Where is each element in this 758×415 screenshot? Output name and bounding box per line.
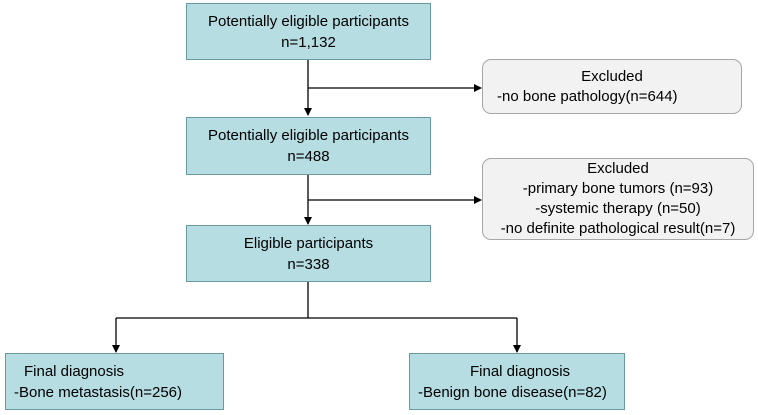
exclusion-box-2: Excluded -primary bone tumors (n=93) -sy…	[482, 158, 754, 240]
exclusion-1-title: Excluded	[581, 67, 643, 85]
exclusion-2-item: -no definite pathological result(n=7)	[500, 220, 736, 237]
exclusion-1-item: -no bone pathology(n=644)	[497, 87, 678, 105]
exclusion-2-title: Excluded	[587, 160, 649, 177]
stage3-box: Eligible participants n=338	[186, 225, 431, 282]
stage1-count: n=1,132	[281, 33, 336, 51]
final-right-detail: -Benign bone disease(n=82)	[418, 383, 607, 401]
final-left-title: Final diagnosis	[24, 362, 125, 380]
stage3-count: n=338	[287, 255, 330, 273]
exclusion-2-items: -primary bone tumors (n=93) -systemic th…	[501, 179, 736, 239]
exclusion-2-item: -systemic therapy (n=50)	[535, 200, 701, 217]
exclusion-2-item: -primary bone tumors (n=93)	[522, 180, 714, 197]
stage2-count: n=488	[287, 148, 330, 165]
stage2-box: Potentially eligible participants n=488	[186, 117, 431, 175]
exclusion-1-items: -no bone pathology(n=644)	[483, 87, 741, 107]
stage3-title: Eligible participants	[243, 234, 374, 252]
final-diagnosis-right-box: Final diagnosis -Benign bone disease(n=8…	[409, 353, 625, 410]
final-diagnosis-left-box: Final diagnosis -Bone metastasis(n=256)	[5, 353, 224, 410]
final-left-detail: -Bone metastasis(n=256)	[14, 383, 183, 401]
final-right-title: Final diagnosis	[470, 362, 571, 380]
exclusion-box-1: Excluded -no bone pathology(n=644)	[482, 59, 742, 114]
stage1-title: Potentially eligible participants	[208, 12, 409, 30]
stage1-box: Potentially eligible participants n=1,13…	[186, 3, 431, 60]
stage2-title: Potentially eligible participants	[208, 127, 409, 144]
